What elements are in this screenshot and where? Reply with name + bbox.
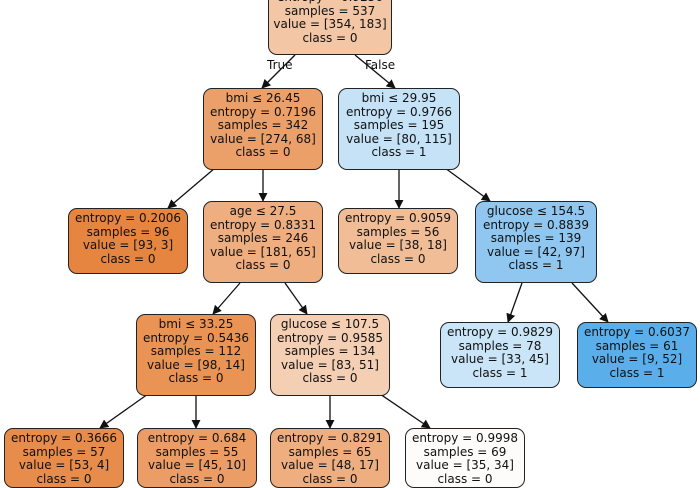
node-line: entropy = 0.7196: [209, 104, 317, 119]
node-line: bmi ≤ 33.25: [158, 317, 234, 331]
edge-n1-to-n3: [167, 167, 216, 209]
node-line: samples = 96: [86, 224, 170, 239]
node-line: samples = 342: [217, 118, 309, 132]
tree-diagram: [99, 54, 609, 429]
edge-n6-to-n9: [506, 282, 523, 323]
tree-edges: [99, 54, 609, 429]
edge-n4-to-n8: [284, 282, 308, 315]
node-line: value = [93, 3]: [82, 238, 174, 252]
node-line: class = 1: [508, 258, 564, 272]
node-line: samples = 139: [490, 231, 582, 245]
node-line: class = 0: [302, 471, 358, 486]
node-line: value = [181, 65]: [210, 244, 316, 259]
node-line: entropy = 0.9256: [269, 0, 391, 5]
node-line: samples = 78: [458, 338, 542, 353]
node-line: entropy = 0.9766: [345, 104, 453, 119]
node-line: value = [9, 52]: [591, 352, 683, 366]
node-line: samples = 69: [423, 444, 507, 459]
edge-n8-to-n14: [379, 393, 431, 429]
edge-root-to-n1: [261, 54, 296, 89]
edge-n7-to-n11: [99, 393, 149, 429]
node-line: entropy = 0.8331: [209, 217, 317, 232]
edge-n2-to-n6: [444, 167, 491, 202]
node-line: age ≤ 27.5: [229, 204, 297, 218]
node-line: entropy = 0.8291: [276, 431, 384, 445]
node-line: value = [42, 97]: [487, 244, 585, 259]
node-line: class = 1: [371, 145, 427, 159]
node-line: glucose ≤ 154.5: [486, 204, 586, 218]
edge-n6-to-n10: [571, 282, 609, 323]
node-line: class = 1: [472, 365, 528, 380]
node-line: entropy = 0.9998: [411, 431, 519, 445]
node-line: class = 1: [609, 365, 665, 380]
node-line: bmi ≤ 29.95: [361, 91, 437, 105]
node-line: class = 0: [302, 30, 358, 45]
node-line: entropy = 0.8839: [482, 217, 590, 232]
node-line: samples = 57: [22, 444, 106, 459]
node-line: value = [83, 51]: [281, 357, 379, 372]
node-line: samples = 55: [155, 444, 239, 459]
node-line: class = 0: [370, 251, 426, 266]
node-line: class = 0: [235, 258, 291, 272]
node-line: bmi ≤ 26.45: [225, 91, 301, 105]
node-line: entropy = 0.3666: [10, 431, 118, 445]
node-line: samples = 65: [288, 444, 372, 459]
node-line: value = [35, 34]: [416, 458, 514, 472]
node-line: entropy = 0.9059: [344, 211, 452, 225]
node-line: entropy = 0.2006: [74, 211, 182, 225]
node-line: samples = 246: [217, 231, 309, 245]
node-line: entropy = 0.9585: [276, 330, 384, 345]
node-line: class = 0: [235, 145, 291, 159]
node-line: samples = 537: [284, 3, 376, 18]
node-line: value = [45, 10]: [148, 458, 246, 472]
node-line: value = [38, 18]: [349, 238, 447, 252]
node-line: entropy = 0.684: [147, 431, 247, 445]
edge-root-to-n2: [354, 54, 396, 89]
node-line: value = [48, 17]: [281, 458, 379, 472]
node-line: entropy = 0.9829: [446, 325, 554, 339]
node-line: class = 0: [169, 471, 225, 486]
node-line: samples = 61: [595, 338, 679, 353]
node-line: value = [53, 4]: [18, 458, 110, 472]
edge-n4-to-n7: [212, 282, 241, 315]
edge-label-true: True: [267, 58, 293, 72]
node-line: value = [80, 115]: [346, 131, 452, 146]
node-line: class = 0: [100, 251, 156, 266]
node-line: value = [98, 14]: [147, 357, 245, 372]
node-line: entropy = 0.6037: [583, 325, 691, 339]
node-line: value = [354, 183]: [273, 17, 387, 31]
node-line: entropy = 0.5436: [142, 330, 250, 345]
node-line: samples = 56: [356, 224, 440, 239]
node-line: class = 0: [302, 371, 358, 385]
node-line: class = 0: [36, 471, 92, 486]
node-line: value = [33, 45]: [451, 352, 549, 366]
edge-label-false: False: [365, 58, 396, 72]
watermark: 知乎 @汉语: [611, 449, 692, 465]
node-line: glucose ≤ 107.5: [280, 317, 380, 331]
node-line: class = 0: [168, 371, 224, 385]
node-line: samples = 112: [150, 344, 242, 358]
node-line: class = 0: [437, 471, 493, 486]
node-line: samples = 195: [353, 118, 445, 132]
node-line: value = [274, 68]: [210, 131, 316, 146]
node-line: samples = 134: [284, 344, 376, 358]
